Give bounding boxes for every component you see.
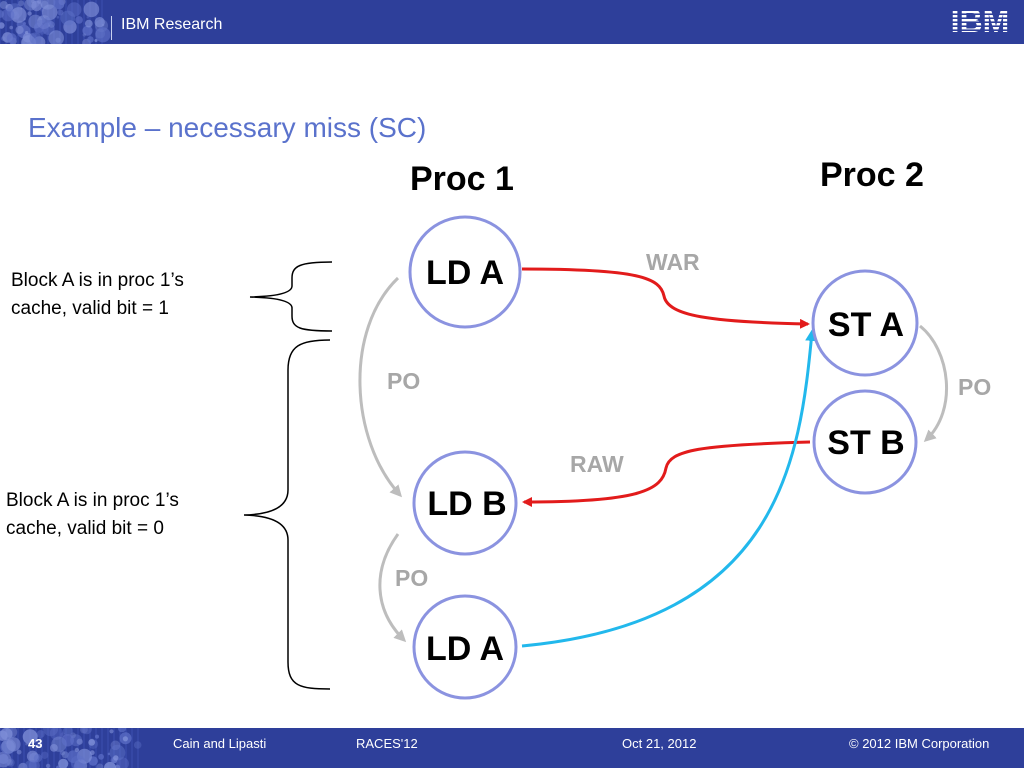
header-bar: IBM Research IBM bbox=[0, 0, 1024, 44]
po-arrow-proc1-upper bbox=[358, 276, 403, 498]
annotation-valid-bit-1: Block A is in proc 1’s cache, valid bit … bbox=[11, 267, 184, 323]
footer-bar: 43 Cain and Lipasti RACES'12 Oct 21, 201… bbox=[0, 728, 1024, 768]
po-edge-label-proc1-upper: PO bbox=[387, 368, 420, 394]
node-proc1-ld-a-top-label: LD A bbox=[426, 254, 504, 292]
annotation-valid-bit-0-line2: cache, valid bit = 0 bbox=[6, 518, 164, 539]
node-proc2-st-a: ST A bbox=[811, 269, 919, 377]
po-arrow-proc2 bbox=[919, 324, 948, 443]
node-proc2-st-b-label: ST B bbox=[827, 424, 904, 462]
node-proc1-ld-b-label: LD B bbox=[427, 485, 506, 523]
footer-date: Oct 21, 2012 bbox=[622, 736, 697, 751]
page-number: 43 bbox=[28, 736, 43, 751]
node-proc1-ld-a-top: LD A bbox=[408, 215, 522, 329]
po-arrow-proc1-lower bbox=[378, 533, 407, 643]
footer-venue: RACES'12 bbox=[356, 736, 418, 751]
header-pattern bbox=[0, 0, 111, 44]
node-proc1-ld-a-bottom-label: LD A bbox=[426, 630, 504, 668]
node-proc1-ld-a-bottom: LD A bbox=[412, 594, 518, 700]
war-arrow bbox=[521, 267, 810, 329]
node-proc1-ld-b: LD B bbox=[412, 450, 518, 556]
header-section-title: IBM Research bbox=[121, 16, 223, 33]
proc2-label: Proc 2 bbox=[820, 156, 924, 194]
annotation-valid-bit-1-line2: cache, valid bit = 1 bbox=[11, 298, 169, 319]
footer-copyright: © 2012 IBM Corporation bbox=[849, 736, 990, 751]
brace-upper bbox=[249, 261, 333, 332]
raw-arrow bbox=[522, 440, 811, 507]
footer-authors: Cain and Lipasti bbox=[173, 736, 267, 751]
war-edge-label: WAR bbox=[646, 249, 700, 275]
node-proc2-st-b: ST B bbox=[812, 389, 918, 495]
raw-edge-label: RAW bbox=[570, 451, 624, 477]
annotation-valid-bit-0-line1: Block A is in proc 1’s bbox=[6, 490, 179, 511]
header-separator bbox=[111, 16, 112, 40]
po-edge-label-proc2: PO bbox=[958, 374, 991, 400]
annotation-valid-bit-0: Block A is in proc 1’s cache, valid bit … bbox=[6, 487, 179, 543]
brace-lower bbox=[243, 339, 331, 690]
svg-text:IBM: IBM bbox=[951, 3, 1010, 37]
annotation-valid-bit-1-line1: Block A is in proc 1’s bbox=[11, 270, 184, 291]
footer-pattern bbox=[0, 728, 142, 768]
proc1-label: Proc 1 bbox=[410, 160, 514, 198]
node-proc2-st-a-label: ST A bbox=[828, 306, 904, 344]
po-edge-label-proc1-lower: PO bbox=[395, 565, 428, 591]
slide-title: Example – necessary miss (SC) bbox=[28, 112, 427, 143]
ibm-logo-icon: IBM bbox=[951, 3, 1010, 37]
cross-arrow bbox=[521, 329, 818, 648]
